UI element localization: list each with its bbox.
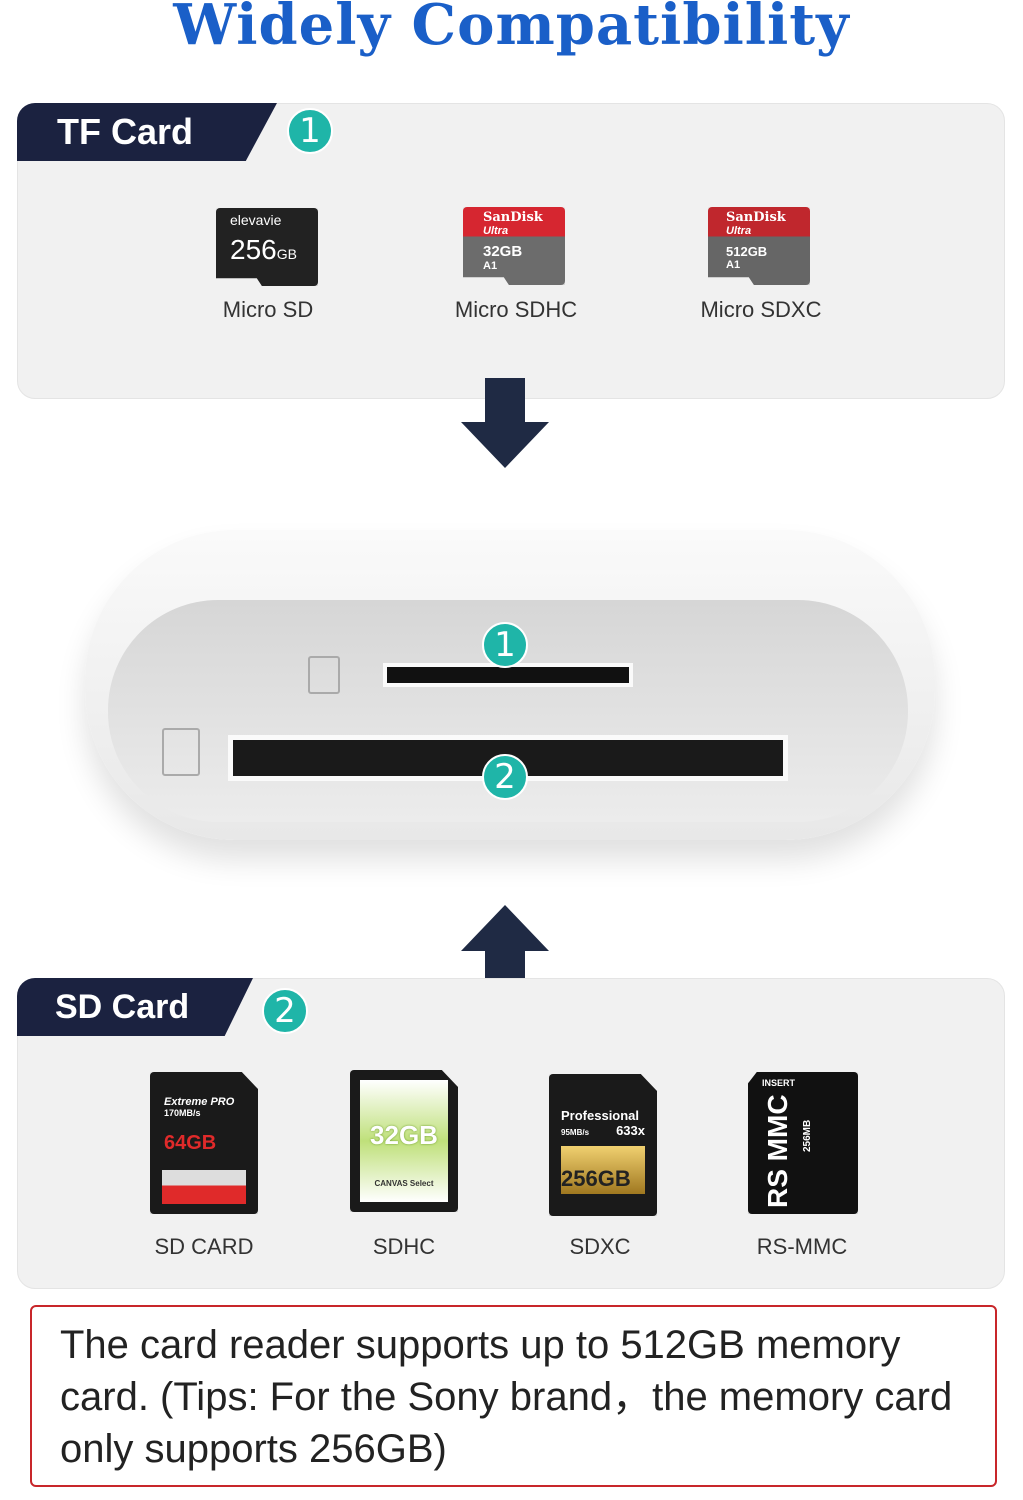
sd-card-slot-icon xyxy=(162,728,200,776)
card-capacity: 64GB xyxy=(164,1132,217,1154)
card-insert-text: INSERT xyxy=(762,1078,796,1088)
card-line: Ultra xyxy=(726,225,752,237)
card-speed: 170MB/s xyxy=(164,1108,201,1118)
card-unit: GB xyxy=(276,246,297,262)
card-label: SDXC xyxy=(569,1234,631,1259)
tf-badge: 1 xyxy=(287,108,333,154)
rs-mmc-card-image: INSERT RS MMC 256MB xyxy=(748,1072,858,1214)
card-capacity: 32GB xyxy=(483,243,523,260)
compatibility-note: The card reader supports up to 512GB mem… xyxy=(30,1305,997,1487)
page-title: Widely Compatibility xyxy=(173,0,850,58)
card-rating: 633x xyxy=(616,1123,645,1138)
sdhc-card-image: 32GB CANVAS Select xyxy=(350,1070,458,1212)
card-label: Micro SDHC xyxy=(454,297,578,322)
card-label: SD CARD xyxy=(154,1234,254,1259)
card-brand: CANVAS Select xyxy=(374,1179,434,1188)
card-capacity: 32GB xyxy=(370,1120,438,1150)
micro-sd-card-image: elevavie 256GB xyxy=(216,208,318,286)
sd-badge: 2 xyxy=(262,988,308,1034)
card-capacity: 256 xyxy=(230,234,277,265)
micro-sdhc-card-image: SanDisk Ultra 32GB A1 xyxy=(463,207,565,285)
card-capacity: 512GB xyxy=(726,244,768,259)
card-speed: 95MB/s xyxy=(561,1128,590,1137)
card-brand: SanDisk xyxy=(726,210,786,225)
card-line: Ultra xyxy=(483,225,509,237)
card-label: Micro SDXC xyxy=(700,297,822,322)
slot2-badge: 2 xyxy=(482,754,528,800)
card-label: RS-MMC xyxy=(756,1234,848,1259)
micro-sdxc-card-image: SanDisk Ultra 512GB A1 xyxy=(708,207,810,285)
tf-card-heading: TF Card xyxy=(17,103,277,161)
card-extra: A1 xyxy=(483,260,498,272)
sd-card-image: Extreme PRO 170MB/s 64GB xyxy=(150,1072,258,1214)
arrow-down-icon xyxy=(461,378,549,468)
card-brand: elevavie xyxy=(230,212,282,228)
sd-card-heading: SD Card xyxy=(17,978,253,1036)
sdxc-card-image: Professional 95MB/s 633x 256GB xyxy=(549,1074,657,1216)
card-capacity: 256MB xyxy=(802,1119,813,1152)
tf-card-slot-icon xyxy=(308,656,340,694)
card-capacity: 256GB xyxy=(561,1146,645,1194)
card-brand: RS MMC xyxy=(762,1094,793,1208)
card-extra: A1 xyxy=(726,259,741,271)
card-brand: Extreme PRO xyxy=(164,1096,235,1108)
card-brand: Professional xyxy=(561,1108,640,1123)
arrow-up-icon xyxy=(461,905,549,995)
slot1-badge: 1 xyxy=(482,622,528,668)
card-label: SDHC xyxy=(372,1234,436,1259)
card-label: Micro SD xyxy=(222,297,314,322)
card-brand: SanDisk xyxy=(483,210,543,225)
